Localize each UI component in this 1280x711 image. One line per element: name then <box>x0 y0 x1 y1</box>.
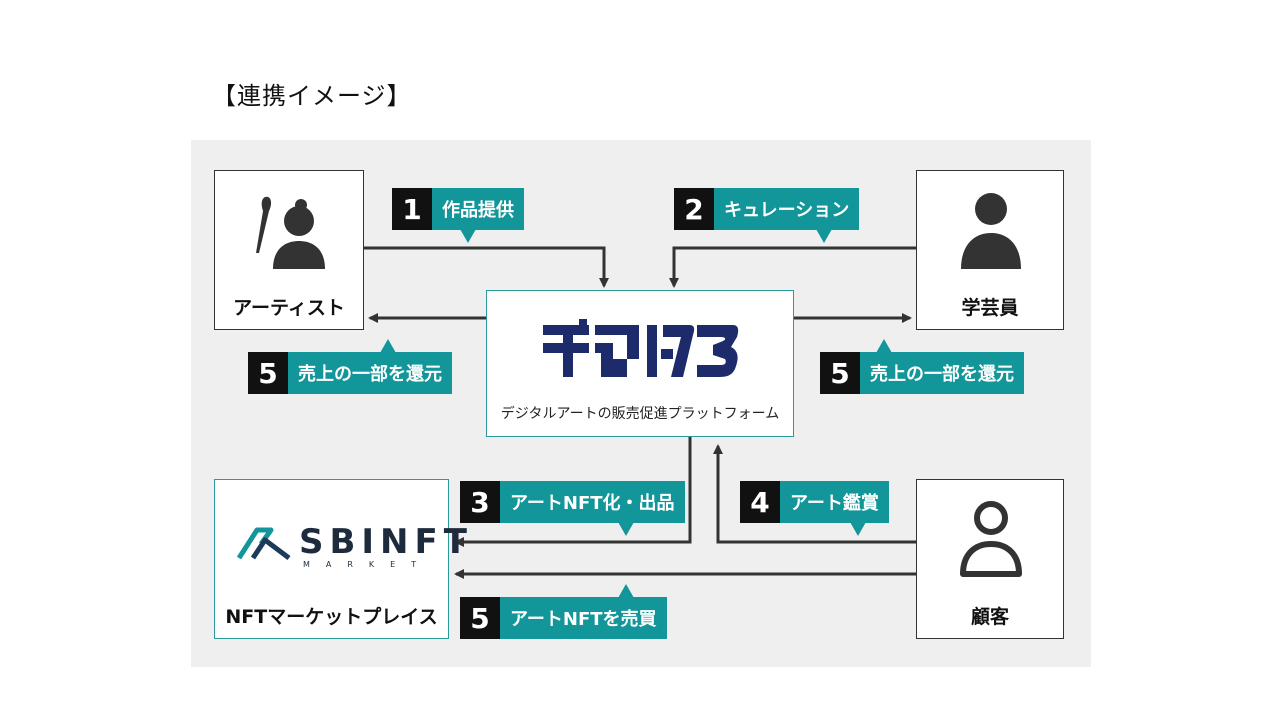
customer-label: 顧客 <box>970 606 1009 628</box>
pointer-icon <box>618 584 634 598</box>
person-icon <box>961 193 1021 269</box>
step-text: 売上の一部を還元 <box>860 352 1024 394</box>
step-number: 3 <box>460 481 500 523</box>
arrow-artist-to-platform <box>364 246 609 288</box>
platform-box: デジタルアートの販売促進プラットフォーム <box>486 290 794 437</box>
pointer-icon <box>618 522 634 536</box>
step-text: キュレーション <box>714 188 860 230</box>
sbinft-logo-subtext: MARKET <box>303 560 433 569</box>
step-tag-5-market: 5 アートNFTを売買 <box>460 584 667 639</box>
step-number: 2 <box>674 188 714 230</box>
pointer-icon <box>460 229 476 243</box>
step-tag-5-artist: 5 売上の一部を還元 <box>248 339 452 394</box>
customer-box: 顧客 <box>916 479 1064 639</box>
step-number: 5 <box>460 597 500 639</box>
step-text: アート鑑賞 <box>780 481 889 523</box>
arrow-curator-to-platform <box>669 246 916 288</box>
step-text: 売上の一部を還元 <box>288 352 452 394</box>
arrow-customer-to-platform <box>713 444 916 544</box>
step-tag-4: 4 アート鑑賞 <box>740 481 889 536</box>
artist-label: アーティスト <box>233 297 345 319</box>
step-tag-3: 3 アートNFT化・出品 <box>460 481 685 536</box>
sbinft-logo-text: SBINFT <box>299 522 473 562</box>
step-number: 1 <box>392 188 432 230</box>
platform-subtitle: デジタルアートの販売促進プラットフォーム <box>500 406 780 422</box>
artist-box: アーティスト <box>214 170 364 330</box>
pointer-icon <box>850 522 866 536</box>
artist-icon <box>256 196 325 269</box>
step-text: アートNFTを売買 <box>500 597 667 639</box>
pointer-icon <box>876 339 892 353</box>
step-tag-2: 2 キュレーション <box>674 188 860 243</box>
sbinft-logo-mark <box>237 527 291 560</box>
arrow-platform-to-market <box>454 437 692 547</box>
platform-logo <box>543 319 739 377</box>
curator-label: 学芸員 <box>961 297 1019 319</box>
curator-box: 学芸員 <box>916 170 1064 330</box>
step-number: 5 <box>820 352 860 394</box>
page-title: 【連携イメージ】 <box>212 82 412 110</box>
market-label: NFTマーケットプレイス <box>225 606 438 628</box>
pointer-icon <box>816 229 832 243</box>
step-number: 4 <box>740 481 780 523</box>
person-outline-icon <box>960 501 1022 577</box>
pointer-icon <box>380 339 396 353</box>
market-box: SBINFT MARKET NFTマーケットプレイス <box>214 479 467 639</box>
step-text: 作品提供 <box>432 188 524 230</box>
step-number: 5 <box>248 352 288 394</box>
step-tag-5-curator: 5 売上の一部を還元 <box>820 339 1024 394</box>
step-text: アートNFT化・出品 <box>500 481 685 523</box>
step-tag-1: 1 作品提供 <box>392 188 524 243</box>
